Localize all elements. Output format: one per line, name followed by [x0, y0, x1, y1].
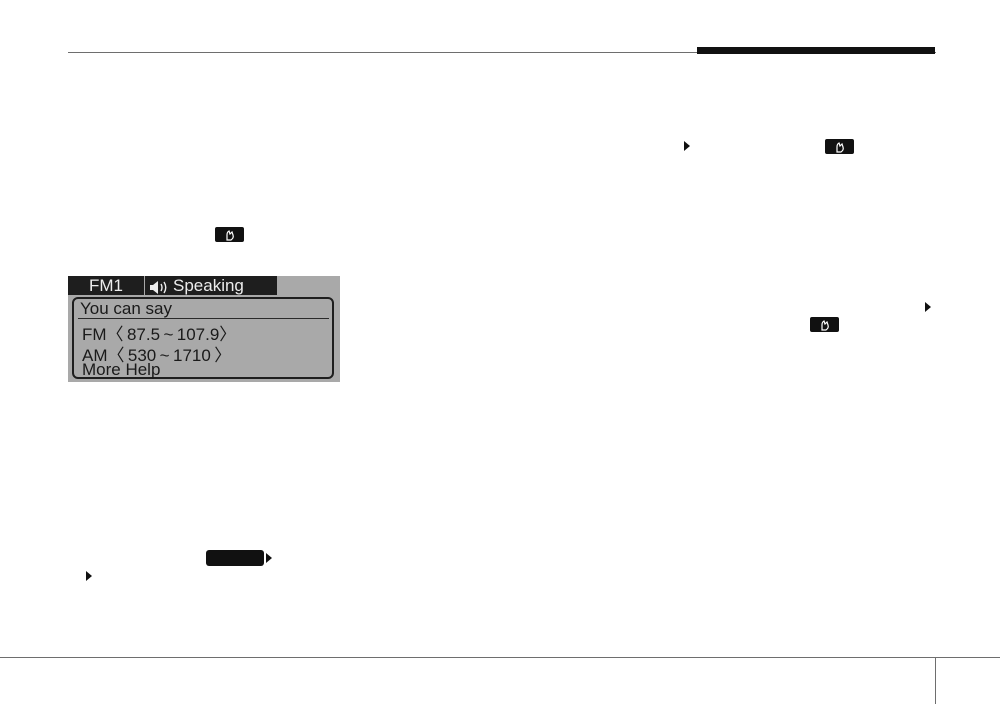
- lcd-content-box: You can say FM〈 87.5 ~ 107.9〉 AM〈 530 ~ …: [72, 297, 334, 379]
- lcd-separator: [78, 318, 329, 319]
- right-triangle-icon: [266, 553, 272, 563]
- header-rule: [68, 52, 936, 53]
- status-label: Speaking: [173, 276, 244, 295]
- radio-lcd-screen: FM1 Speaking You can say FM〈 87.5 ~ 107.…: [68, 276, 340, 382]
- footer-page-divider: [935, 657, 936, 704]
- band-tab: FM1: [68, 276, 144, 295]
- talk-button-icon: [825, 139, 854, 154]
- lcd-line-fm: FM〈 87.5 ~ 107.9〉: [82, 325, 237, 344]
- key-button-icon: [206, 550, 264, 566]
- header-accent-bar: [697, 47, 935, 54]
- footer-rule: [0, 657, 1000, 658]
- speaker-icon: [150, 279, 170, 298]
- lcd-tab-bar: FM1 Speaking: [68, 276, 340, 295]
- right-triangle-icon: [925, 302, 931, 312]
- lcd-line-am: AM〈 530 ~ 1710 〉: [82, 346, 232, 365]
- status-tab: Speaking: [145, 276, 277, 295]
- talk-button-icon: [810, 317, 839, 332]
- lcd-line-help: More Help: [82, 360, 161, 379]
- lcd-prompt: You can say: [80, 299, 172, 318]
- right-triangle-icon: [86, 571, 92, 581]
- talk-button-icon: [215, 227, 244, 242]
- right-triangle-icon: [684, 141, 690, 151]
- tab-bar-filler: [277, 276, 340, 295]
